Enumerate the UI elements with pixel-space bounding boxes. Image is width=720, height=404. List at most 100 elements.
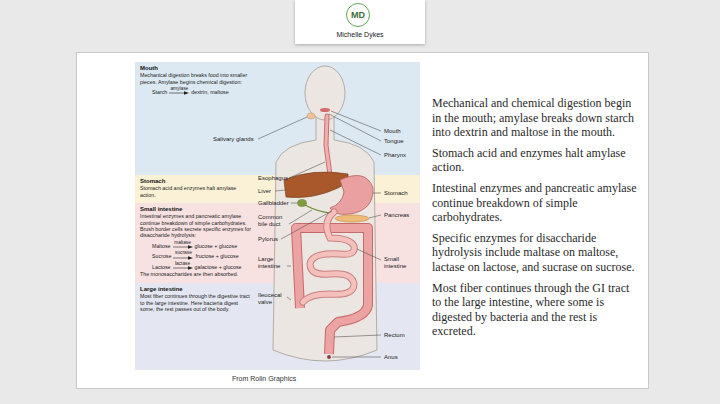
reaction-arrow xyxy=(173,266,193,270)
arrow-group: lactase xyxy=(173,261,193,270)
arrow-head xyxy=(184,92,189,95)
reaction-row: Sucrosesucrasefructose + glucose xyxy=(152,250,251,259)
arrow-shaft xyxy=(169,93,185,94)
slide-panel xyxy=(77,53,649,389)
stage-band: Small intestineIntestinal enzymes and pa… xyxy=(135,203,255,283)
reactant-text: Sucrose xyxy=(152,253,171,259)
image-credit: From Rolin Graphics xyxy=(232,375,296,383)
reaction-arrow xyxy=(169,91,189,95)
arrow-shaft xyxy=(173,247,189,248)
product-text: dextrin, maltose xyxy=(191,89,228,95)
leader-line xyxy=(275,190,286,191)
leader-line xyxy=(330,130,381,155)
head-outline xyxy=(305,66,345,120)
anatomy-label: Large intestine xyxy=(258,256,288,270)
anatomy-label: Small intestine xyxy=(384,256,416,270)
slide-text-column: Mechanical and chemical digestion begin … xyxy=(432,96,638,345)
video-tile: Michelle Dykes MD xyxy=(295,0,425,44)
band-text: Intestinal enzymes and pancreatic amylas… xyxy=(140,213,251,239)
leader-line xyxy=(329,114,381,141)
arrow-group: sucrase xyxy=(173,250,193,259)
anatomy-label: Esophagus xyxy=(258,175,288,182)
band-text: The monosaccharides are then absorbed. xyxy=(140,271,251,277)
body-figure xyxy=(273,66,377,361)
arrow-group: maltase xyxy=(173,240,193,249)
band-text: Stomach acid and enzymes halt amylase ac… xyxy=(140,185,251,198)
leader-line xyxy=(258,117,307,139)
leader-line xyxy=(369,215,381,218)
anatomy-label: Pharynx xyxy=(384,152,406,159)
anatomy-label: Pancreas xyxy=(384,212,409,219)
reaction-arrow xyxy=(173,256,193,260)
reaction-row: Maltosemaltase glucose + glucose xyxy=(152,240,251,249)
anatomy-label: Common bile duct xyxy=(258,214,288,228)
band-heading: Stomach xyxy=(140,178,251,185)
reaction-row: Lactose lactase galactose + glucose xyxy=(152,261,251,270)
leader-line xyxy=(373,193,381,194)
leader-line xyxy=(287,266,291,267)
arrow-head xyxy=(188,266,193,269)
anatomy-label: Ileocecal valve xyxy=(258,292,288,306)
enzyme-name: amylase xyxy=(170,86,188,91)
enzyme-name: maltase xyxy=(174,240,191,245)
reaction-arrow xyxy=(173,245,193,249)
leader-lines xyxy=(258,111,381,357)
slide-paragraph: Mechanical and chemical digestion begin … xyxy=(432,96,638,140)
stage-band: Large intestineMost fiber continues thro… xyxy=(135,283,255,370)
pancreas-shape xyxy=(335,215,369,222)
leader-line xyxy=(334,335,381,337)
slide-paragraph: Intestinal enzymes and pancreatic amylas… xyxy=(432,181,638,225)
anatomy-label: Pylorus xyxy=(258,236,278,243)
leader-line xyxy=(289,210,312,224)
band-text: Mechanical digestion breaks food into sm… xyxy=(140,72,251,85)
arrow-group: amylase xyxy=(169,86,189,95)
enzyme-name: sucrase xyxy=(175,250,192,255)
stomach-shape xyxy=(330,176,373,215)
small-intestine xyxy=(303,212,354,302)
anatomy-label: Salivary glands xyxy=(213,136,254,143)
arrow-shaft xyxy=(173,268,189,269)
anatomy-label: Mouth xyxy=(384,128,401,135)
anus-mark xyxy=(327,355,331,359)
reactant-text: Maltose xyxy=(152,243,171,249)
band-text: Most fiber continues through the digesti… xyxy=(140,293,251,312)
product-text: glucose + glucose xyxy=(195,243,238,249)
band-heading: Large intestine xyxy=(140,286,251,293)
leader-line xyxy=(332,357,381,358)
reaction-row: Starchamylasedextrin, maltose xyxy=(152,86,251,95)
anatomy-label: Rectum xyxy=(384,332,405,339)
band-heading: Small intestine xyxy=(140,206,251,213)
leader-line xyxy=(287,297,291,300)
avatar-initials: MD xyxy=(351,10,365,20)
enzyme-name: lactase xyxy=(175,261,190,266)
small-intestine xyxy=(303,212,354,302)
participant-name: Michelle Dykes xyxy=(295,30,425,39)
product-text: galactose + glucose xyxy=(195,264,242,270)
anatomy-label: Anus xyxy=(384,354,398,361)
arrow-head xyxy=(188,256,193,259)
arrow-shaft xyxy=(173,257,189,258)
avatar-circle: MD xyxy=(346,3,370,27)
reactant-text: Starch xyxy=(152,89,167,95)
arrow-head xyxy=(188,246,193,249)
leader-line xyxy=(289,162,325,178)
stage-band: StomachStomach acid and enzymes halt amy… xyxy=(135,175,255,203)
slide-paragraph: Specific enzymes for disaccharide hydrol… xyxy=(432,231,638,275)
reactant-text: Lactose xyxy=(152,264,171,270)
leader-line xyxy=(291,203,297,204)
band-heading: Mouth xyxy=(140,65,251,72)
slide-paragraph: Stomach acid and enzymes halt amylase ac… xyxy=(432,146,638,175)
anatomy-label: Tongue xyxy=(384,138,404,145)
anatomy-label: Stomach xyxy=(384,190,408,197)
salivary-gland xyxy=(307,113,315,119)
slide-paragraph: Most fiber continues through the GI trac… xyxy=(432,281,638,339)
leader-line xyxy=(281,211,332,239)
mouth-shape xyxy=(320,108,330,112)
torso-outline xyxy=(273,116,377,361)
leader-line xyxy=(357,249,381,260)
anatomy-label: Liver xyxy=(258,188,271,195)
anatomy-label: Gallbladder xyxy=(258,200,289,207)
